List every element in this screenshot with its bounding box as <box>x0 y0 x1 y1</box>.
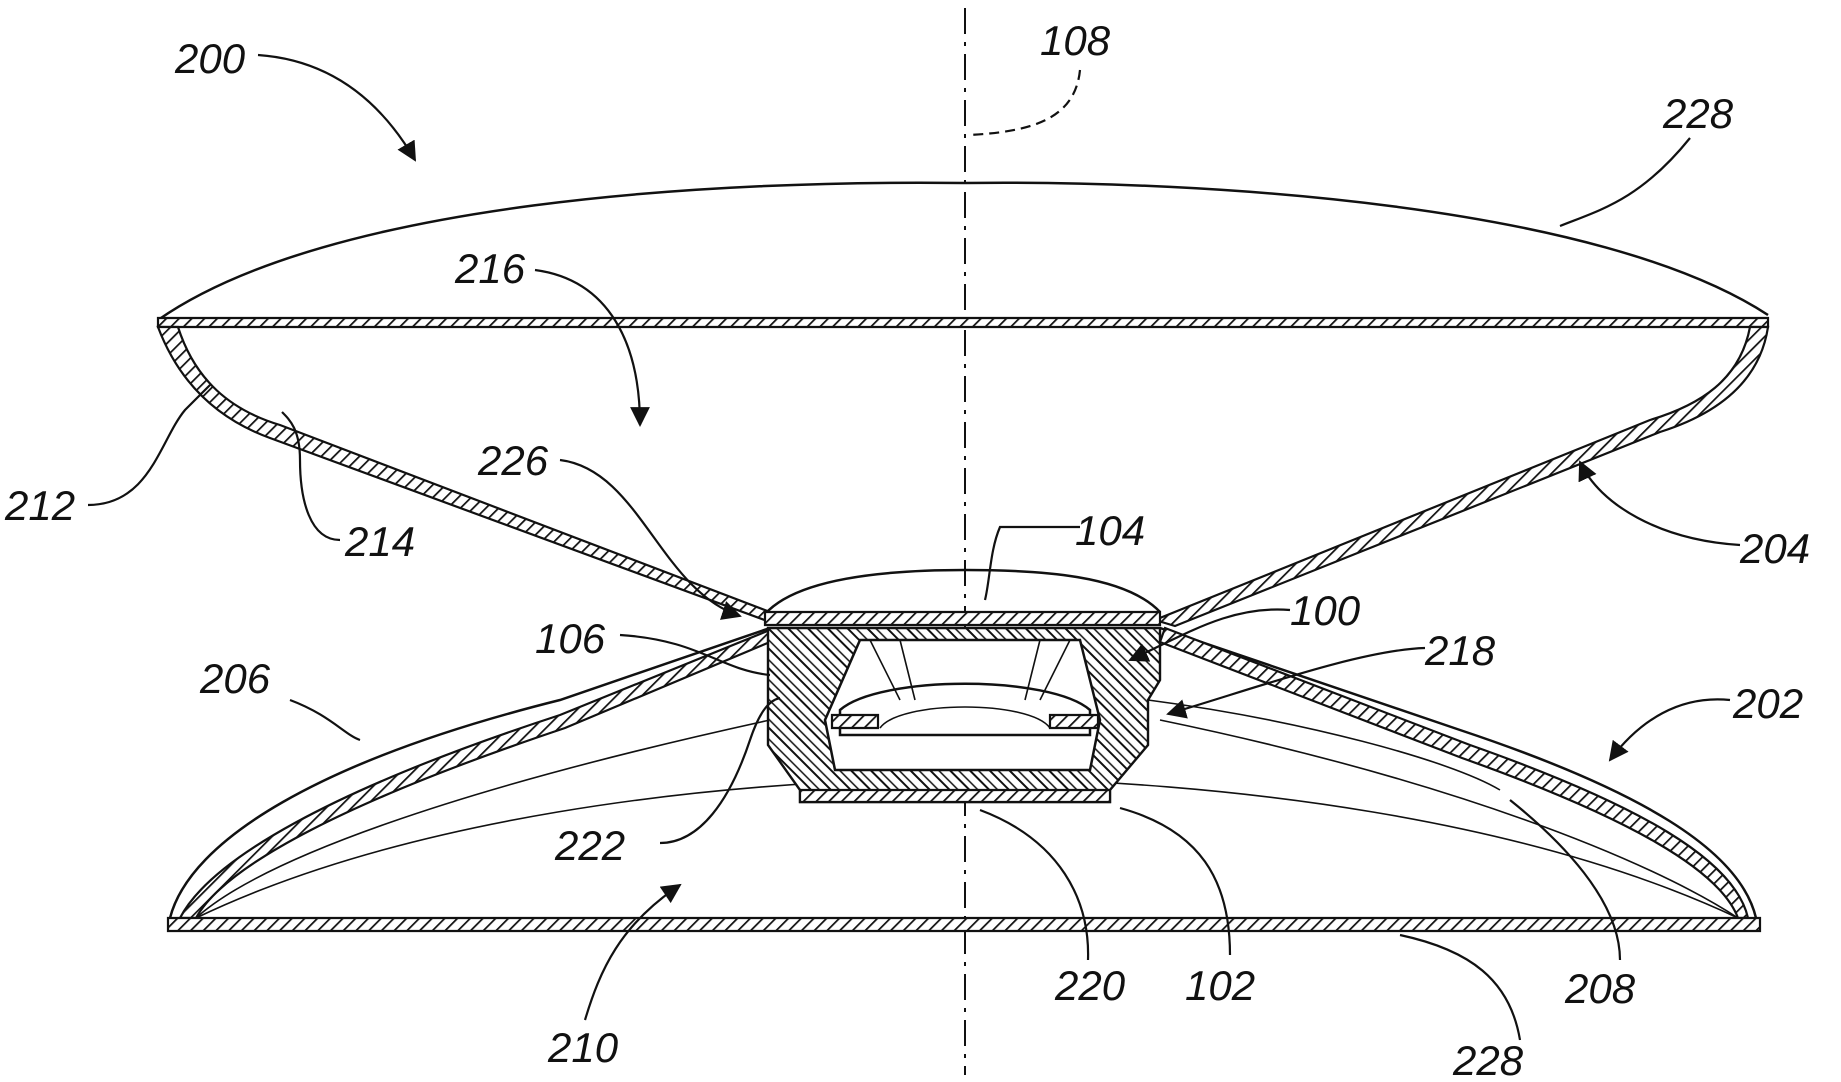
module-top-plate <box>765 612 1160 625</box>
label-218: 218 <box>1424 627 1496 674</box>
bottom-cap-plate <box>168 918 1760 931</box>
top-cap-plate <box>158 318 1768 327</box>
leader-104 <box>985 527 1080 600</box>
leader-200 <box>258 55 415 160</box>
label-102: 102 <box>1185 962 1255 1009</box>
module-top-dome <box>765 570 1160 614</box>
leader-206 <box>290 700 360 740</box>
label-104: 104 <box>1075 507 1145 554</box>
leader-216 <box>535 270 640 425</box>
leader-220 <box>980 810 1088 960</box>
leader-208 <box>1510 800 1620 960</box>
label-204: 204 <box>1739 525 1810 572</box>
label-222: 222 <box>554 822 625 869</box>
leader-222 <box>660 698 780 843</box>
label-214: 214 <box>344 518 415 565</box>
label-210: 210 <box>547 1024 619 1071</box>
label-208: 208 <box>1564 965 1636 1012</box>
leader-210 <box>585 885 680 1020</box>
module-bottom-plate <box>800 790 1110 802</box>
label-200: 200 <box>174 35 246 82</box>
label-202: 202 <box>1732 680 1803 727</box>
upper-cone-right-wall <box>1155 327 1768 626</box>
label-212: 212 <box>4 482 75 529</box>
leader-102 <box>1120 808 1230 955</box>
label-100: 100 <box>1290 587 1361 634</box>
label-216: 216 <box>454 245 526 292</box>
leader-228-bottom <box>1400 935 1520 1040</box>
label-206: 206 <box>199 655 271 702</box>
label-228-top: 228 <box>1662 90 1734 137</box>
label-106: 106 <box>535 615 606 662</box>
label-228-bottom: 228 <box>1452 1037 1524 1082</box>
leader-204 <box>1580 462 1740 545</box>
diaphragm-ring-right <box>1050 715 1098 728</box>
leader-228-top <box>1560 138 1690 226</box>
label-108: 108 <box>1040 17 1111 64</box>
diaphragm-ring <box>832 715 878 728</box>
label-220: 220 <box>1054 962 1126 1009</box>
label-226: 226 <box>477 437 549 484</box>
leader-212 <box>88 385 210 505</box>
leader-202 <box>1610 699 1730 760</box>
upper-cone-left-wall <box>158 327 770 622</box>
leader-108 <box>968 70 1080 135</box>
top-cap-dome <box>158 183 1768 320</box>
